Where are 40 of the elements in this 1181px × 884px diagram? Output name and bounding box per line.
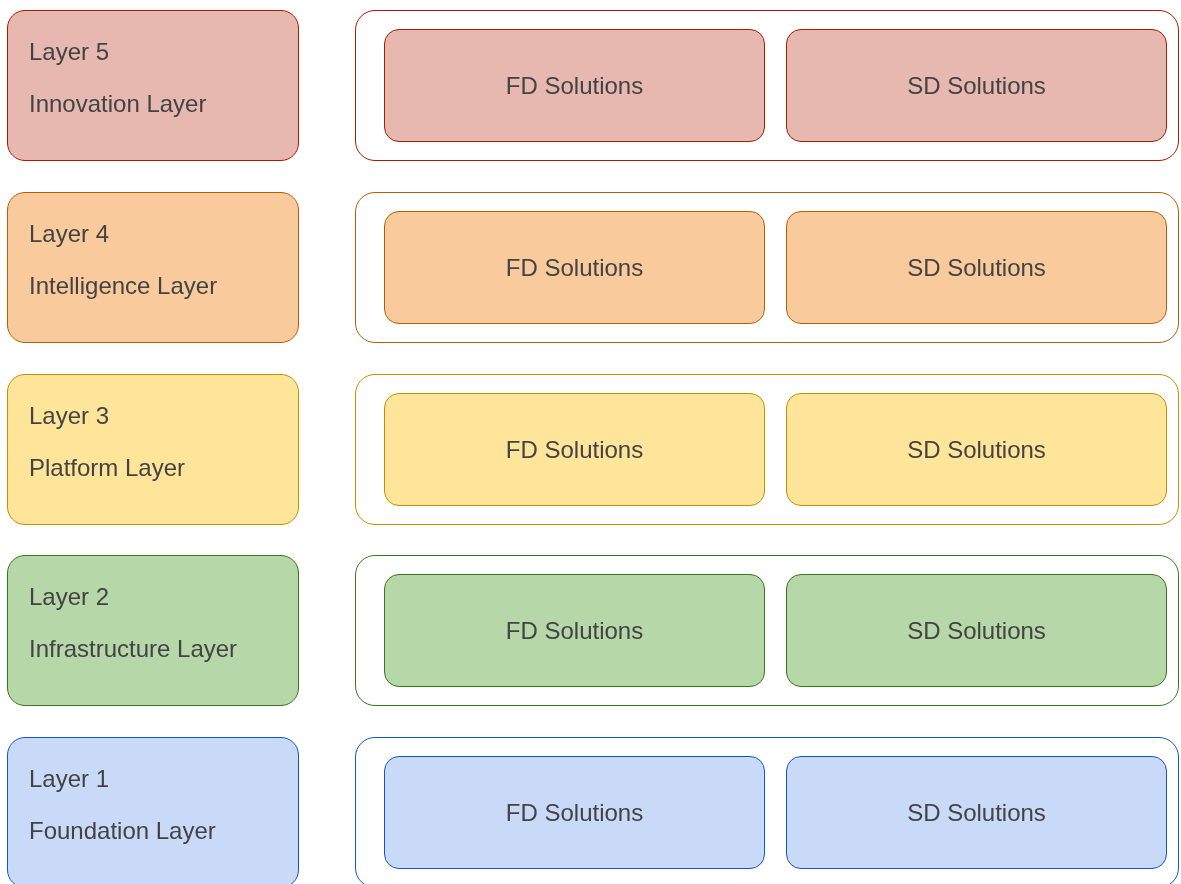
layer-number: Layer 4 <box>29 220 110 248</box>
solution-label: SD Solutions <box>907 616 1046 645</box>
group-panel <box>355 10 1179 161</box>
solution-box <box>384 211 765 324</box>
layer-box <box>7 192 299 343</box>
solution-box <box>384 756 765 869</box>
layer-box <box>7 10 299 161</box>
layer-name: Platform Layer <box>29 454 186 482</box>
solution-label: SD Solutions <box>907 253 1046 282</box>
group-panel <box>355 374 1179 525</box>
solution-box <box>384 29 765 142</box>
solution-box <box>786 756 1167 869</box>
layer-box <box>7 374 299 525</box>
layer-number: Layer 3 <box>29 402 110 430</box>
solution-label: SD Solutions <box>907 71 1046 100</box>
layer-name: Innovation Layer <box>29 90 207 118</box>
solution-label: FD Solutions <box>505 71 644 100</box>
layer-name: Infrastructure Layer <box>29 635 238 663</box>
layer-number: Layer 5 <box>29 38 110 66</box>
solution-box <box>786 211 1167 324</box>
layer-box <box>7 555 299 706</box>
solution-box <box>786 29 1167 142</box>
solution-label: SD Solutions <box>907 798 1046 827</box>
solution-label: SD Solutions <box>907 435 1046 464</box>
solution-label: FD Solutions <box>505 253 644 282</box>
layer-name: Foundation Layer <box>29 817 216 845</box>
solution-box <box>786 574 1167 687</box>
solution-box <box>384 574 765 687</box>
solution-label: FD Solutions <box>505 435 644 464</box>
solution-box <box>384 393 765 506</box>
solution-label: FD Solutions <box>505 798 644 827</box>
layer-box <box>7 737 299 884</box>
layer-number: Layer 1 <box>29 765 110 793</box>
solution-label: FD Solutions <box>505 616 644 645</box>
solution-box <box>786 393 1167 506</box>
layer-name: Intelligence Layer <box>29 272 218 300</box>
group-panel <box>355 555 1179 706</box>
layer-number: Layer 2 <box>29 583 110 611</box>
group-panel <box>355 737 1179 884</box>
group-panel <box>355 192 1179 343</box>
